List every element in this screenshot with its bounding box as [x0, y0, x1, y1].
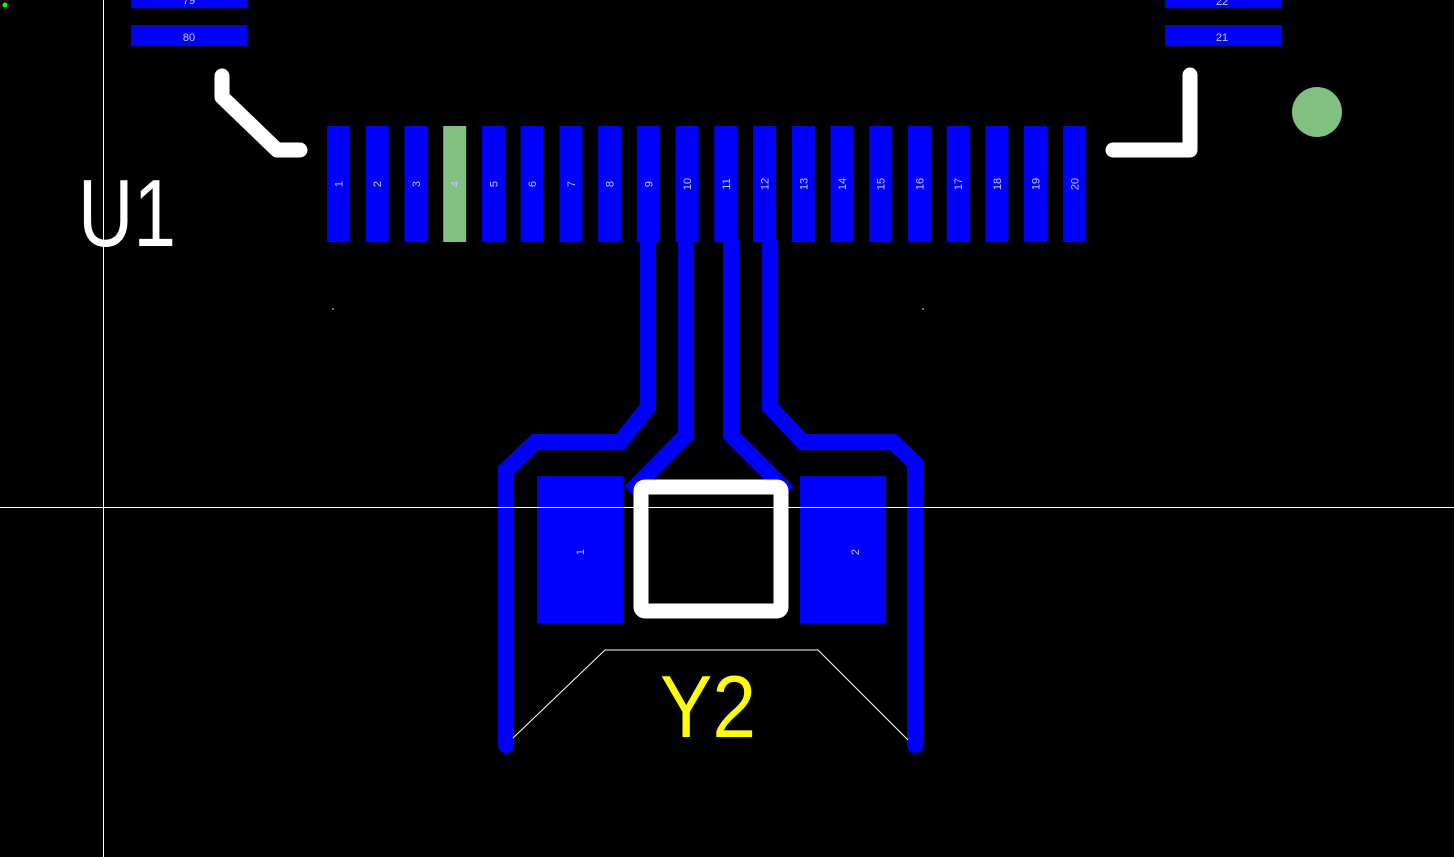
- u1-pad-label-7: 7: [566, 181, 578, 187]
- pad-label-80: 80: [183, 32, 195, 44]
- u1-pad-9[interactable]: [636, 126, 660, 242]
- u1-pad-label-17: 17: [953, 178, 965, 190]
- u1-pad-14[interactable]: [830, 126, 854, 242]
- y2-body-outline: [633, 479, 789, 619]
- u1-pad-18[interactable]: [985, 126, 1009, 242]
- u1-pad-5[interactable]: [481, 126, 505, 242]
- u1-pad-label-8: 8: [605, 181, 617, 187]
- u1-pad-label-14: 14: [837, 178, 849, 190]
- y2-designator[interactable]: Y2: [660, 657, 756, 756]
- u1-designator[interactable]: U1: [78, 160, 176, 267]
- u1-pad-15[interactable]: [869, 126, 893, 242]
- pad-label-79: 79: [183, 0, 195, 7]
- u1-pad-8[interactable]: [598, 126, 622, 242]
- traces: [498, 240, 923, 753]
- u1-pad-label-19: 19: [1031, 178, 1043, 190]
- y2-pad-2[interactable]: [800, 476, 886, 623]
- pad-21[interactable]: [1165, 25, 1282, 46]
- u1-pad-label-12: 12: [760, 178, 772, 190]
- u1-pad-label-3: 3: [411, 181, 423, 187]
- u1-pad-11[interactable]: [714, 126, 738, 242]
- u1-pad-label-9: 9: [643, 181, 655, 187]
- y2-pad-label-1: 1: [575, 549, 587, 555]
- pad-79[interactable]: [131, 0, 247, 8]
- u1-pad-label-13: 13: [798, 178, 810, 190]
- u1-pad-19[interactable]: [1024, 126, 1048, 242]
- u1-silkscreen-right-corner: [1105, 67, 1198, 158]
- origin-marker: [2, 2, 8, 8]
- pad-label-22: 22: [1216, 0, 1228, 8]
- u1-silkscreen-left-corner: [214, 68, 308, 158]
- u1-right-pins: 22 21: [1165, 0, 1282, 46]
- u1-pad-label-1: 1: [334, 181, 346, 187]
- u1-pad-label-16: 16: [914, 178, 926, 190]
- y2-pad-label-2: 2: [850, 549, 862, 555]
- grid-dot: [332, 308, 334, 310]
- u1-pad-label-15: 15: [876, 178, 888, 190]
- u1-pad-17[interactable]: [946, 126, 970, 242]
- u1-pad-12[interactable]: [753, 126, 776, 242]
- u1-pad-label-11: 11: [721, 178, 733, 189]
- u1-pad-label-5: 5: [488, 181, 500, 187]
- u1-pad-label-10: 10: [682, 178, 694, 190]
- trace-pin11[interactable]: [723, 240, 794, 498]
- u1-pad-2[interactable]: [365, 126, 389, 242]
- u1-pad-1[interactable]: [327, 126, 350, 242]
- trace-pin12[interactable]: [762, 240, 923, 745]
- u1-pad-4[interactable]: [443, 126, 467, 242]
- u1-pad-label-18: 18: [992, 178, 1004, 190]
- u1-pad-label-4: 4: [450, 181, 462, 187]
- u1-pad-3[interactable]: [404, 126, 428, 242]
- pad-80[interactable]: [131, 25, 247, 46]
- trace-pin10[interactable]: [624, 240, 694, 498]
- u1-pad-13[interactable]: [791, 126, 815, 242]
- u1-pad-label-6: 6: [527, 181, 539, 187]
- y2-outline: [512, 649, 909, 741]
- u1-pad-7[interactable]: [559, 126, 583, 242]
- u1-left-pins: 79 80: [131, 0, 247, 46]
- u1-pad-20[interactable]: [1062, 126, 1086, 242]
- trace-pin9[interactable]: [498, 240, 656, 745]
- u1-pad-label-2: 2: [372, 181, 384, 187]
- u1-pad-10[interactable]: [675, 126, 699, 242]
- u1-pad-label-20: 20: [1069, 178, 1081, 190]
- via[interactable]: [1292, 87, 1342, 137]
- pad-label-21: 21: [1216, 32, 1228, 44]
- y2-pad-1[interactable]: [537, 476, 623, 623]
- u1-pad-16[interactable]: [907, 126, 931, 242]
- grid-dot: [922, 308, 924, 310]
- pad-22[interactable]: [1165, 0, 1282, 8]
- u1-pad-6[interactable]: [520, 126, 544, 242]
